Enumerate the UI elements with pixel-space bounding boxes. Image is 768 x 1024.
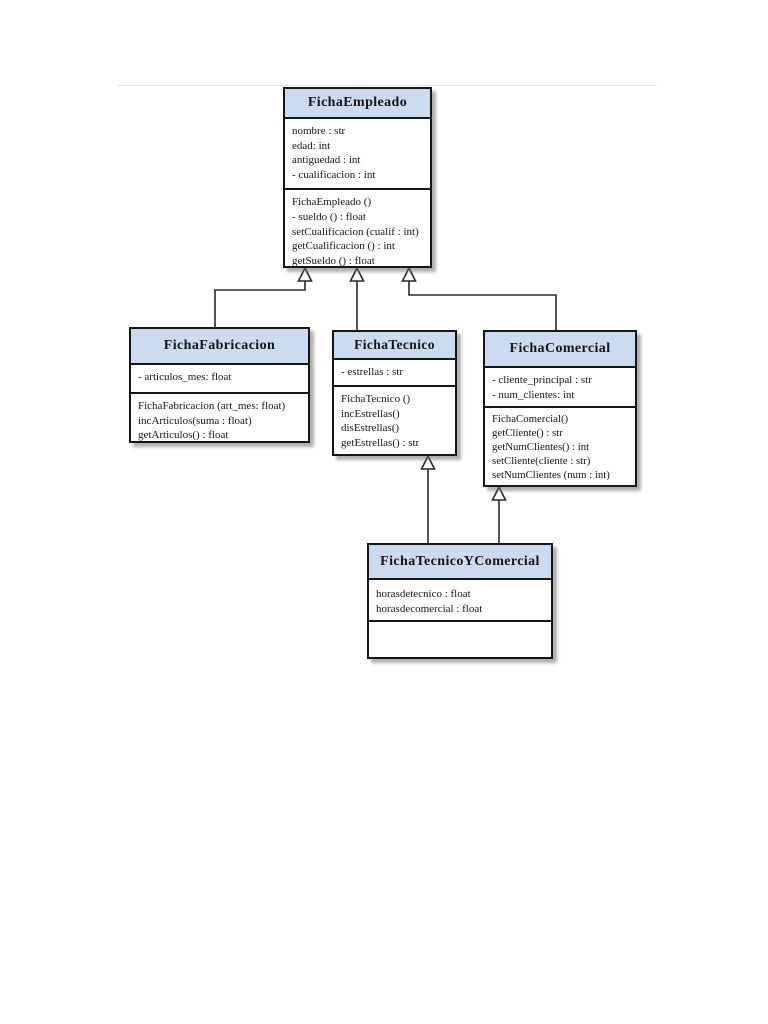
attributes-section: - articulos_mes: float <box>131 365 308 394</box>
class-box-fichatecnicoycomercial: FichaTecnicoYComercial horasdetecnico : … <box>367 543 553 659</box>
page-top-rule <box>118 85 657 86</box>
methods-section-empty <box>369 622 551 657</box>
attributes-section: - estrellas : str <box>334 360 455 387</box>
method: setCualificacion (cualif : int) <box>292 225 419 238</box>
class-title: FichaEmpleado <box>285 89 430 119</box>
generalization-arrowhead <box>349 266 365 282</box>
method: getNumClientes() : int <box>492 440 590 453</box>
generalization-arrowhead <box>297 266 313 282</box>
method: - sueldo () : float <box>292 210 366 223</box>
generalization-arrowhead <box>491 485 507 501</box>
methods-section: FichaComercial() getCliente() : str getN… <box>485 408 635 485</box>
method: incEstrellas() <box>341 407 400 420</box>
method: getCliente() : str <box>492 426 563 439</box>
attribute: horasdecomercial : float <box>376 603 483 615</box>
connector-fabricacion-empleado <box>214 281 306 327</box>
method: getEstrellas() : str <box>341 436 420 449</box>
attribute: - articulos_mes: float <box>138 371 232 383</box>
attribute: edad: int <box>292 139 331 152</box>
connector-comercial-empleado <box>408 281 557 330</box>
attribute: antiguedad : int <box>292 154 361 166</box>
class-box-fichafabricacion: FichaFabricacion - articulos_mes: float … <box>129 327 310 443</box>
attributes-section: horasdetecnico : float horasdecomercial … <box>369 580 551 622</box>
method: disEstrellas() <box>341 422 400 434</box>
generalization-arrowhead <box>401 266 417 282</box>
method: FichaFabricacion (art_mes: float) <box>138 400 286 412</box>
attribute: horasdetecnico : float <box>376 588 471 600</box>
attribute: nombre : str <box>292 125 346 137</box>
class-box-fichatecnico: FichaTecnico - estrellas : str FichaTecn… <box>332 330 457 456</box>
class-box-fichacomercial: FichaComercial - cliente_principal : str… <box>483 330 637 487</box>
attribute: - cliente_principal : str <box>492 374 592 386</box>
class-box-fichaempleado: FichaEmpleado nombre : str edad: int ant… <box>283 87 432 268</box>
method: setCliente(cliente : str) <box>492 454 591 467</box>
attribute: - cualificacion : int <box>292 168 376 181</box>
methods-section: FichaEmpleado () - sueldo () : float set… <box>285 190 430 266</box>
attributes-section: nombre : str edad: int antiguedad : int … <box>285 119 430 190</box>
attributes-section: - cliente_principal : str - num_clientes… <box>485 368 635 408</box>
class-title: FichaComercial <box>485 332 635 368</box>
method: FichaComercial() <box>492 413 569 425</box>
method: setNumClientes (num : int) <box>492 468 610 481</box>
method: getSueldo () : float <box>292 255 375 266</box>
methods-section: FichaTecnico () incEstrellas() disEstrel… <box>334 387 455 454</box>
method: FichaEmpleado () <box>292 196 372 208</box>
attribute: - estrellas : str <box>341 366 404 378</box>
attribute: - num_clientes: int <box>492 388 575 401</box>
class-title: FichaTecnicoYComercial <box>369 545 551 580</box>
class-title: FichaFabricacion <box>131 329 308 365</box>
methods-section: FichaFabricacion (art_mes: float) incArt… <box>131 394 308 441</box>
method: FichaTecnico () <box>341 393 411 405</box>
method: getArticulos() : float <box>138 429 229 441</box>
method: getCualificacion () : int <box>292 240 395 253</box>
class-title: FichaTecnico <box>334 332 455 360</box>
method: incArticulos(suma : float) <box>138 414 252 427</box>
generalization-arrowhead <box>420 454 436 470</box>
